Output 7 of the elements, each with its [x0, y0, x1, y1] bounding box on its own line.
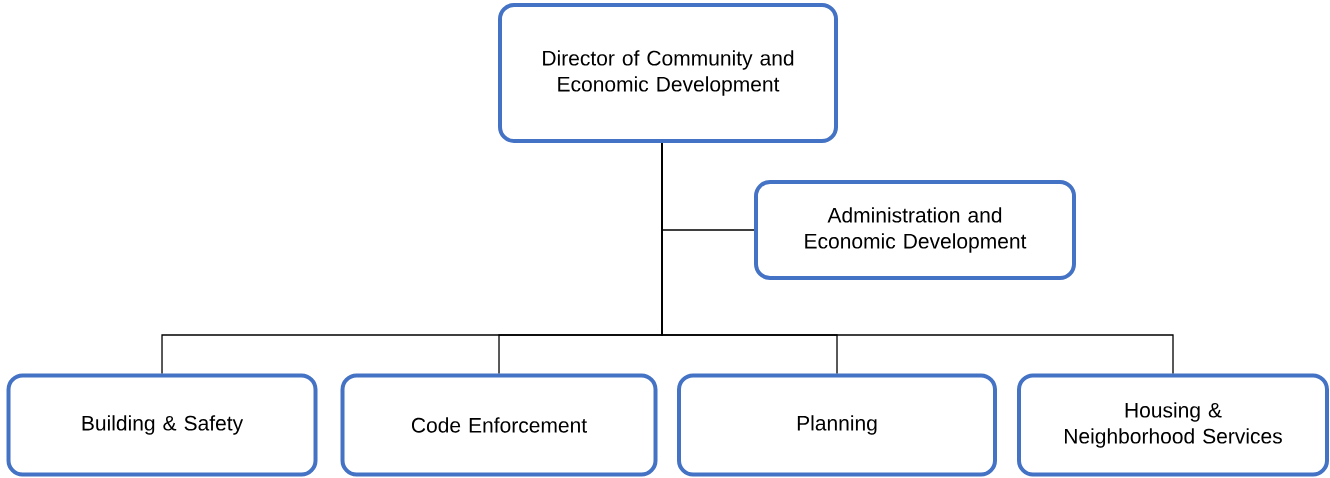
org-box: Code Enforcement [340, 373, 658, 477]
connector-line [661, 142, 1174, 375]
org-box: Building & Safety [6, 373, 318, 477]
org-box: Planning [677, 373, 997, 477]
org-box: Director of Community and Economic Development [498, 3, 838, 143]
org-box: Administration and Economic Development [754, 180, 1076, 280]
org-box: Housing & Neighborhood Services [1017, 373, 1329, 477]
